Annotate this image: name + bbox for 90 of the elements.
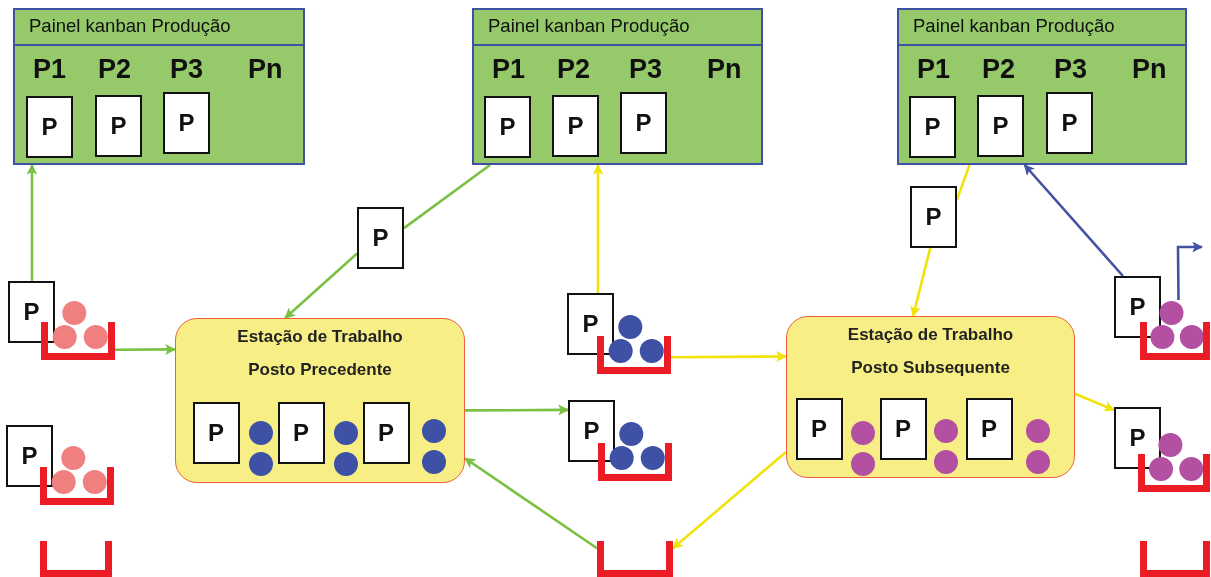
parts-bin xyxy=(598,421,672,481)
column-label: P2 xyxy=(98,54,132,85)
panel-title: Painel kanban Produção xyxy=(913,15,1115,37)
kanban-panel xyxy=(897,8,1187,165)
card-letter: P xyxy=(924,115,941,139)
card-letter: P xyxy=(110,114,127,138)
empty-bin xyxy=(597,541,673,577)
card-letter: P xyxy=(895,416,911,441)
arrow xyxy=(1176,241,1204,300)
kanban-card xyxy=(362,401,410,464)
kanban-card xyxy=(568,400,615,462)
kanban-card xyxy=(567,293,614,355)
kanban-card xyxy=(95,95,142,157)
column-label: P2 xyxy=(557,54,591,85)
card-letter: P xyxy=(41,115,58,139)
parts-bin xyxy=(597,314,671,374)
arrow xyxy=(1074,392,1115,412)
panel-title: Painel kanban Produção xyxy=(29,15,231,37)
column-label: Pn xyxy=(248,54,283,85)
kanban-card xyxy=(620,92,667,154)
card-letter: P xyxy=(1061,111,1078,135)
card-letter: P xyxy=(378,420,394,445)
kanban-card xyxy=(1114,276,1161,338)
kanban-card xyxy=(6,425,53,487)
arrow xyxy=(910,247,932,318)
empty-bin xyxy=(1140,541,1210,577)
kanban-card xyxy=(909,96,956,158)
parts-bin xyxy=(40,445,114,505)
arrow xyxy=(464,457,598,550)
arrow xyxy=(592,163,604,293)
column-label: Pn xyxy=(707,54,742,85)
kanban-card xyxy=(357,207,404,269)
card-letter: P xyxy=(981,416,997,441)
workstation-box xyxy=(786,316,1075,478)
card-letter: P xyxy=(925,205,942,229)
kanban-card xyxy=(552,95,599,157)
column-label: P3 xyxy=(170,54,204,85)
card-letter: P xyxy=(23,300,40,324)
card-letter: P xyxy=(372,226,389,250)
column-label: P1 xyxy=(492,54,526,85)
card-letter: P xyxy=(1129,426,1146,450)
column-label: P3 xyxy=(1054,54,1088,85)
card-letter: P xyxy=(582,312,599,336)
workstation-box xyxy=(175,318,465,483)
kanban-card xyxy=(879,397,927,460)
card-letter: P xyxy=(583,419,600,443)
card-letter: P xyxy=(178,111,195,135)
arrow xyxy=(672,451,787,550)
station-subtitle: Posto Subsequente xyxy=(850,358,1011,378)
card-letter: P xyxy=(21,444,38,468)
arrow xyxy=(671,351,788,362)
kanban-card xyxy=(1114,407,1161,469)
column-label: P1 xyxy=(33,54,67,85)
card-letter: P xyxy=(293,420,309,445)
kanban-card xyxy=(26,96,73,158)
kanban-card xyxy=(192,401,240,464)
empty-bin xyxy=(40,541,112,577)
station-title: Estação de Trabalho xyxy=(236,327,404,347)
connector-line xyxy=(403,163,491,230)
kanban-card xyxy=(484,96,531,158)
card-letter: P xyxy=(992,114,1009,138)
kanban-card xyxy=(910,186,957,248)
panel-title: Painel kanban Produção xyxy=(488,15,690,37)
kanban-card xyxy=(795,397,843,460)
kanban-card xyxy=(163,92,210,154)
card-letter: P xyxy=(635,111,652,135)
kanban-panel xyxy=(472,8,763,165)
column-label: P3 xyxy=(629,54,663,85)
station-subtitle: Posto Precedente xyxy=(247,360,393,380)
kanban-card xyxy=(8,281,55,343)
card-letter: P xyxy=(567,114,584,138)
column-label: P2 xyxy=(982,54,1016,85)
arrow xyxy=(115,343,177,355)
card-letter: P xyxy=(811,416,827,441)
arrow xyxy=(284,252,358,319)
parts-bin xyxy=(41,300,115,360)
column-label: Pn xyxy=(1132,54,1167,85)
kanban-card xyxy=(977,95,1024,157)
column-label: P1 xyxy=(917,54,951,85)
kanban-card xyxy=(277,401,325,464)
card-letter: P xyxy=(1129,295,1146,319)
card-letter: P xyxy=(208,420,224,445)
arrow xyxy=(465,404,570,416)
station-title: Estação de Trabalho xyxy=(846,325,1015,345)
card-letter: P xyxy=(499,115,516,139)
kanban-card xyxy=(1046,92,1093,154)
kanban-card xyxy=(965,397,1013,460)
arrow xyxy=(1023,164,1124,277)
kanban-panel xyxy=(13,8,305,165)
arrow xyxy=(26,163,38,281)
